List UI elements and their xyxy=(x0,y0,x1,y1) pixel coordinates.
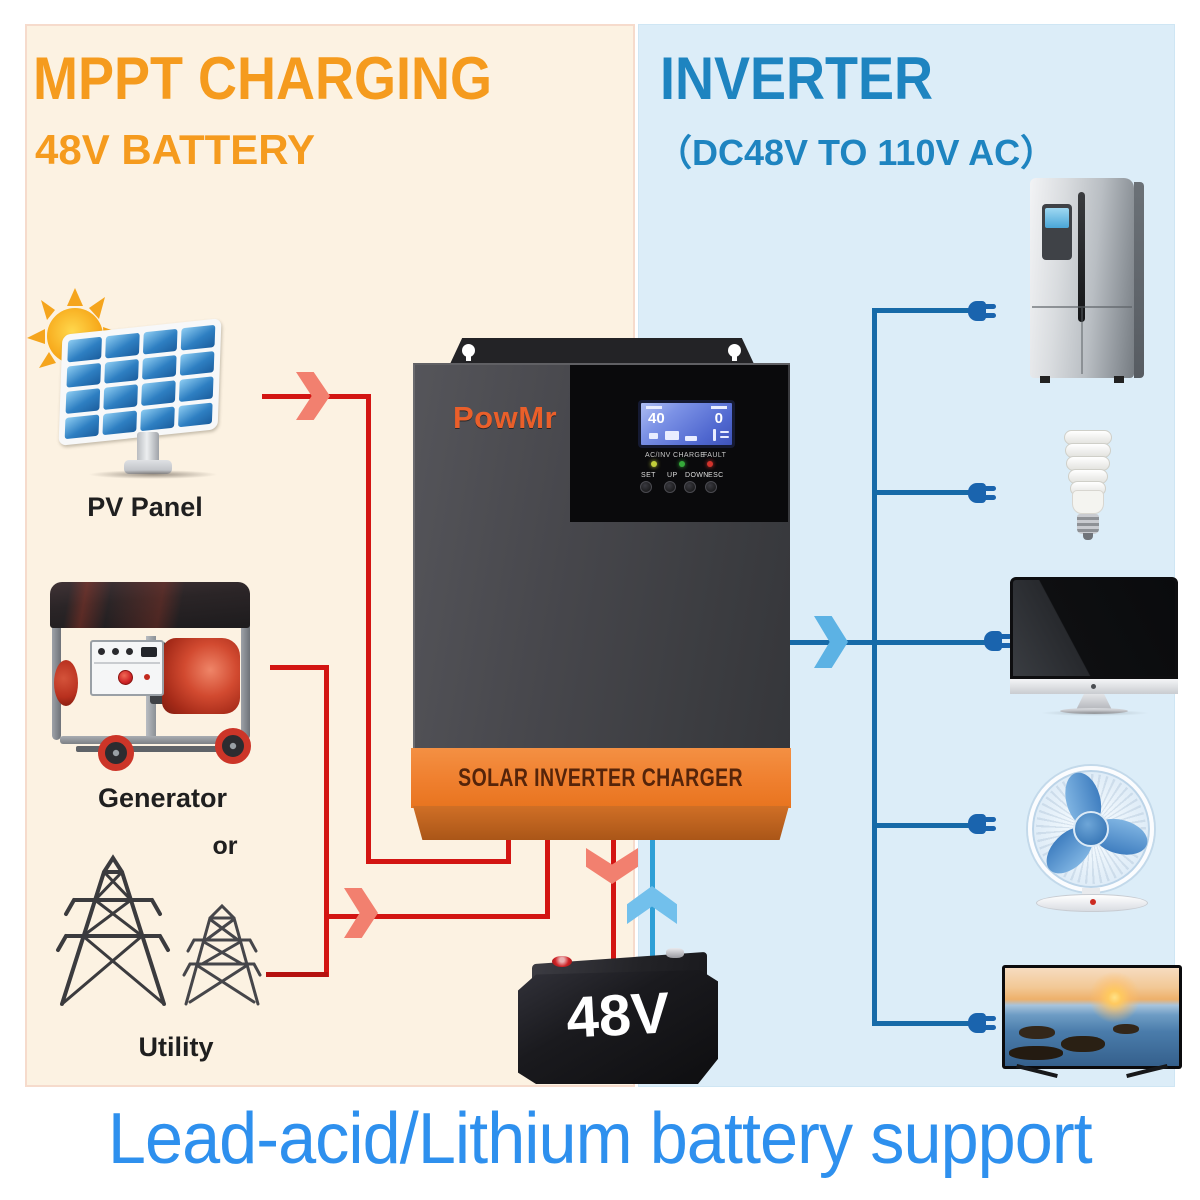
generator-frame xyxy=(241,590,250,740)
wire-ac-input-vertical xyxy=(545,840,550,919)
fan-power-dot xyxy=(1090,899,1096,905)
solar-panel-icon xyxy=(58,318,222,446)
inverter-band-label: SOLAR INVERTER CHARGER xyxy=(458,763,744,792)
power-plug-icon-computer xyxy=(984,625,1014,657)
wire-branch-fridge xyxy=(872,308,974,313)
pv-panel-label: PV Panel xyxy=(87,492,203,522)
wire-branch-tv xyxy=(872,1021,974,1026)
lcd-right-value: 0 xyxy=(714,410,723,427)
button-label-down: DOWN xyxy=(685,472,709,479)
desktop-computer-icon xyxy=(1010,577,1178,716)
generator-flywheel xyxy=(54,660,78,706)
battery-negative-terminal xyxy=(666,948,684,958)
table-fan-icon xyxy=(1026,766,1162,912)
generator-frame xyxy=(52,590,61,740)
button-label-set: SET xyxy=(641,472,656,479)
battery-body xyxy=(518,970,718,1084)
utility-towers-icon xyxy=(56,854,262,1006)
inverter-orange-band: SOLAR INVERTER CHARGER xyxy=(411,748,791,808)
generator-control-panel xyxy=(90,640,164,696)
power-plug-icon-bulb xyxy=(968,477,998,509)
generator-start-button xyxy=(118,670,133,685)
led-label-fault: FAULT xyxy=(703,452,727,459)
led-fault-icon xyxy=(707,461,713,467)
led-charge-icon xyxy=(679,461,685,467)
wire-branch-bulb xyxy=(872,490,974,495)
generator-canopy xyxy=(50,582,250,628)
generator-icon xyxy=(50,578,252,773)
keyhole-slot-icon xyxy=(462,344,475,361)
computer-logo-dot xyxy=(1091,684,1096,689)
generator-label: Generator xyxy=(97,783,228,813)
wire-branch-fan xyxy=(872,823,974,828)
fridge-handle xyxy=(1078,192,1085,322)
television-icon xyxy=(1002,965,1182,1083)
fridge-dispenser xyxy=(1042,204,1072,260)
battery-positive-terminal xyxy=(552,956,572,967)
wire-battery-charge xyxy=(611,840,616,962)
cfl-bulb-icon xyxy=(1062,430,1114,546)
footer-caption: Lead-acid/Lithium battery support xyxy=(108,1099,1093,1179)
lcd-screen: 40 0 xyxy=(638,400,735,448)
solar-panel-shadow xyxy=(88,470,218,479)
button-label-esc: ESC xyxy=(708,472,724,479)
refrigerator-icon xyxy=(1030,178,1146,390)
generator-engine xyxy=(162,638,240,714)
wire-ac-output xyxy=(788,640,990,645)
button-label-up: UP xyxy=(667,472,678,479)
solar-inverter-charger: PowMr 40 0 AC/INV CHARGE FAULT SET UP DO… xyxy=(411,336,791,842)
inverter-subtitle: （DC48V TO 110V AC） xyxy=(656,132,1057,173)
esc-button[interactable] xyxy=(705,481,717,493)
generator-wheel xyxy=(98,735,134,771)
led-label-acinv: AC/INV xyxy=(645,452,671,459)
generator-rail xyxy=(60,736,244,744)
up-button[interactable] xyxy=(664,481,676,493)
battery-voltage-label: 48V xyxy=(564,980,672,1051)
computer-screen xyxy=(1010,577,1178,679)
wire-pv-vertical xyxy=(366,394,371,863)
or-label: or xyxy=(212,832,238,860)
lcd-left-value: 40 xyxy=(648,410,665,427)
fan-hub xyxy=(1073,811,1109,847)
generator-wheel xyxy=(215,728,251,764)
mounting-bracket xyxy=(450,338,754,364)
set-button[interactable] xyxy=(640,481,652,493)
brand-logo: PowMr xyxy=(453,400,558,435)
wire-pv-stub xyxy=(506,840,511,864)
solar-panel-stand xyxy=(137,432,159,464)
down-button[interactable] xyxy=(684,481,696,493)
power-plug-icon-tv xyxy=(968,1007,998,1039)
tv-screen xyxy=(1005,968,1179,1066)
inverter-base xyxy=(413,806,789,840)
mppt-title: MPPT CHARGING xyxy=(33,45,492,112)
wire-generator-horizontal xyxy=(270,665,328,670)
wire-output-bus xyxy=(872,308,877,1026)
wire-utility-horizontal xyxy=(266,972,328,977)
led-label-charge: CHARGE xyxy=(673,452,706,459)
inverter-title: INVERTER xyxy=(660,45,934,112)
power-plug-icon-fan xyxy=(968,808,998,840)
battery-48v-icon: 48V xyxy=(518,948,720,1086)
wire-ac-input-horizontal xyxy=(324,914,550,919)
bulb-screw-base xyxy=(1077,514,1099,534)
led-acinv-icon xyxy=(651,461,657,467)
power-plug-icon-fridge xyxy=(968,295,998,327)
keyhole-slot-icon xyxy=(728,344,741,361)
generator-skid xyxy=(76,746,226,752)
wire-pv-to-inverter xyxy=(366,859,511,864)
wire-generator-vertical xyxy=(324,665,329,977)
mppt-subtitle: 48V BATTERY xyxy=(35,126,316,173)
utility-label: Utility xyxy=(138,1032,214,1062)
